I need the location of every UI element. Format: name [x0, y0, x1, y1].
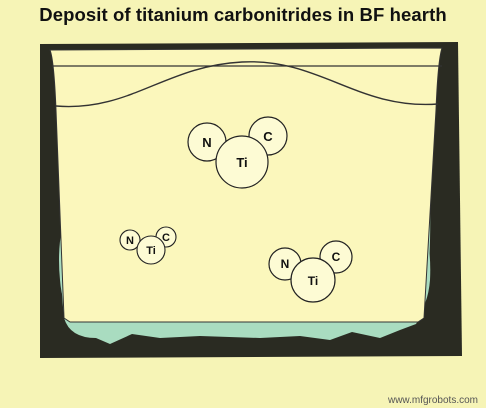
- atom-nitrogen: [119, 229, 141, 251]
- atom-titanium: [136, 235, 166, 265]
- atom-titanium: [215, 135, 269, 189]
- atom-label-c: C: [332, 250, 341, 264]
- atom-label-c: C: [162, 232, 170, 244]
- atom-titanium: [290, 257, 336, 303]
- atom-label-ti: Ti: [146, 245, 156, 257]
- atom-label-n: N: [202, 135, 211, 150]
- atom-label-n: N: [126, 235, 134, 247]
- molecule-ticn-left: N C Ti: [119, 226, 177, 265]
- atom-label-n: N: [281, 257, 290, 271]
- molecule-ticn-top: N C Ti: [187, 116, 288, 189]
- molecule-ticn-right: N C Ti: [268, 240, 353, 303]
- ticn-deposit-layer: [60, 192, 431, 344]
- diagram-title: Deposit of titanium carbonitrides in BF …: [39, 4, 447, 25]
- watermark: www.mfgrobots.com: [387, 395, 478, 406]
- slag-metal-interface: [55, 61, 439, 108]
- atom-label-ti: Ti: [236, 155, 247, 170]
- atom-label-ti: Ti: [308, 274, 318, 288]
- atom-label-c: C: [263, 129, 273, 144]
